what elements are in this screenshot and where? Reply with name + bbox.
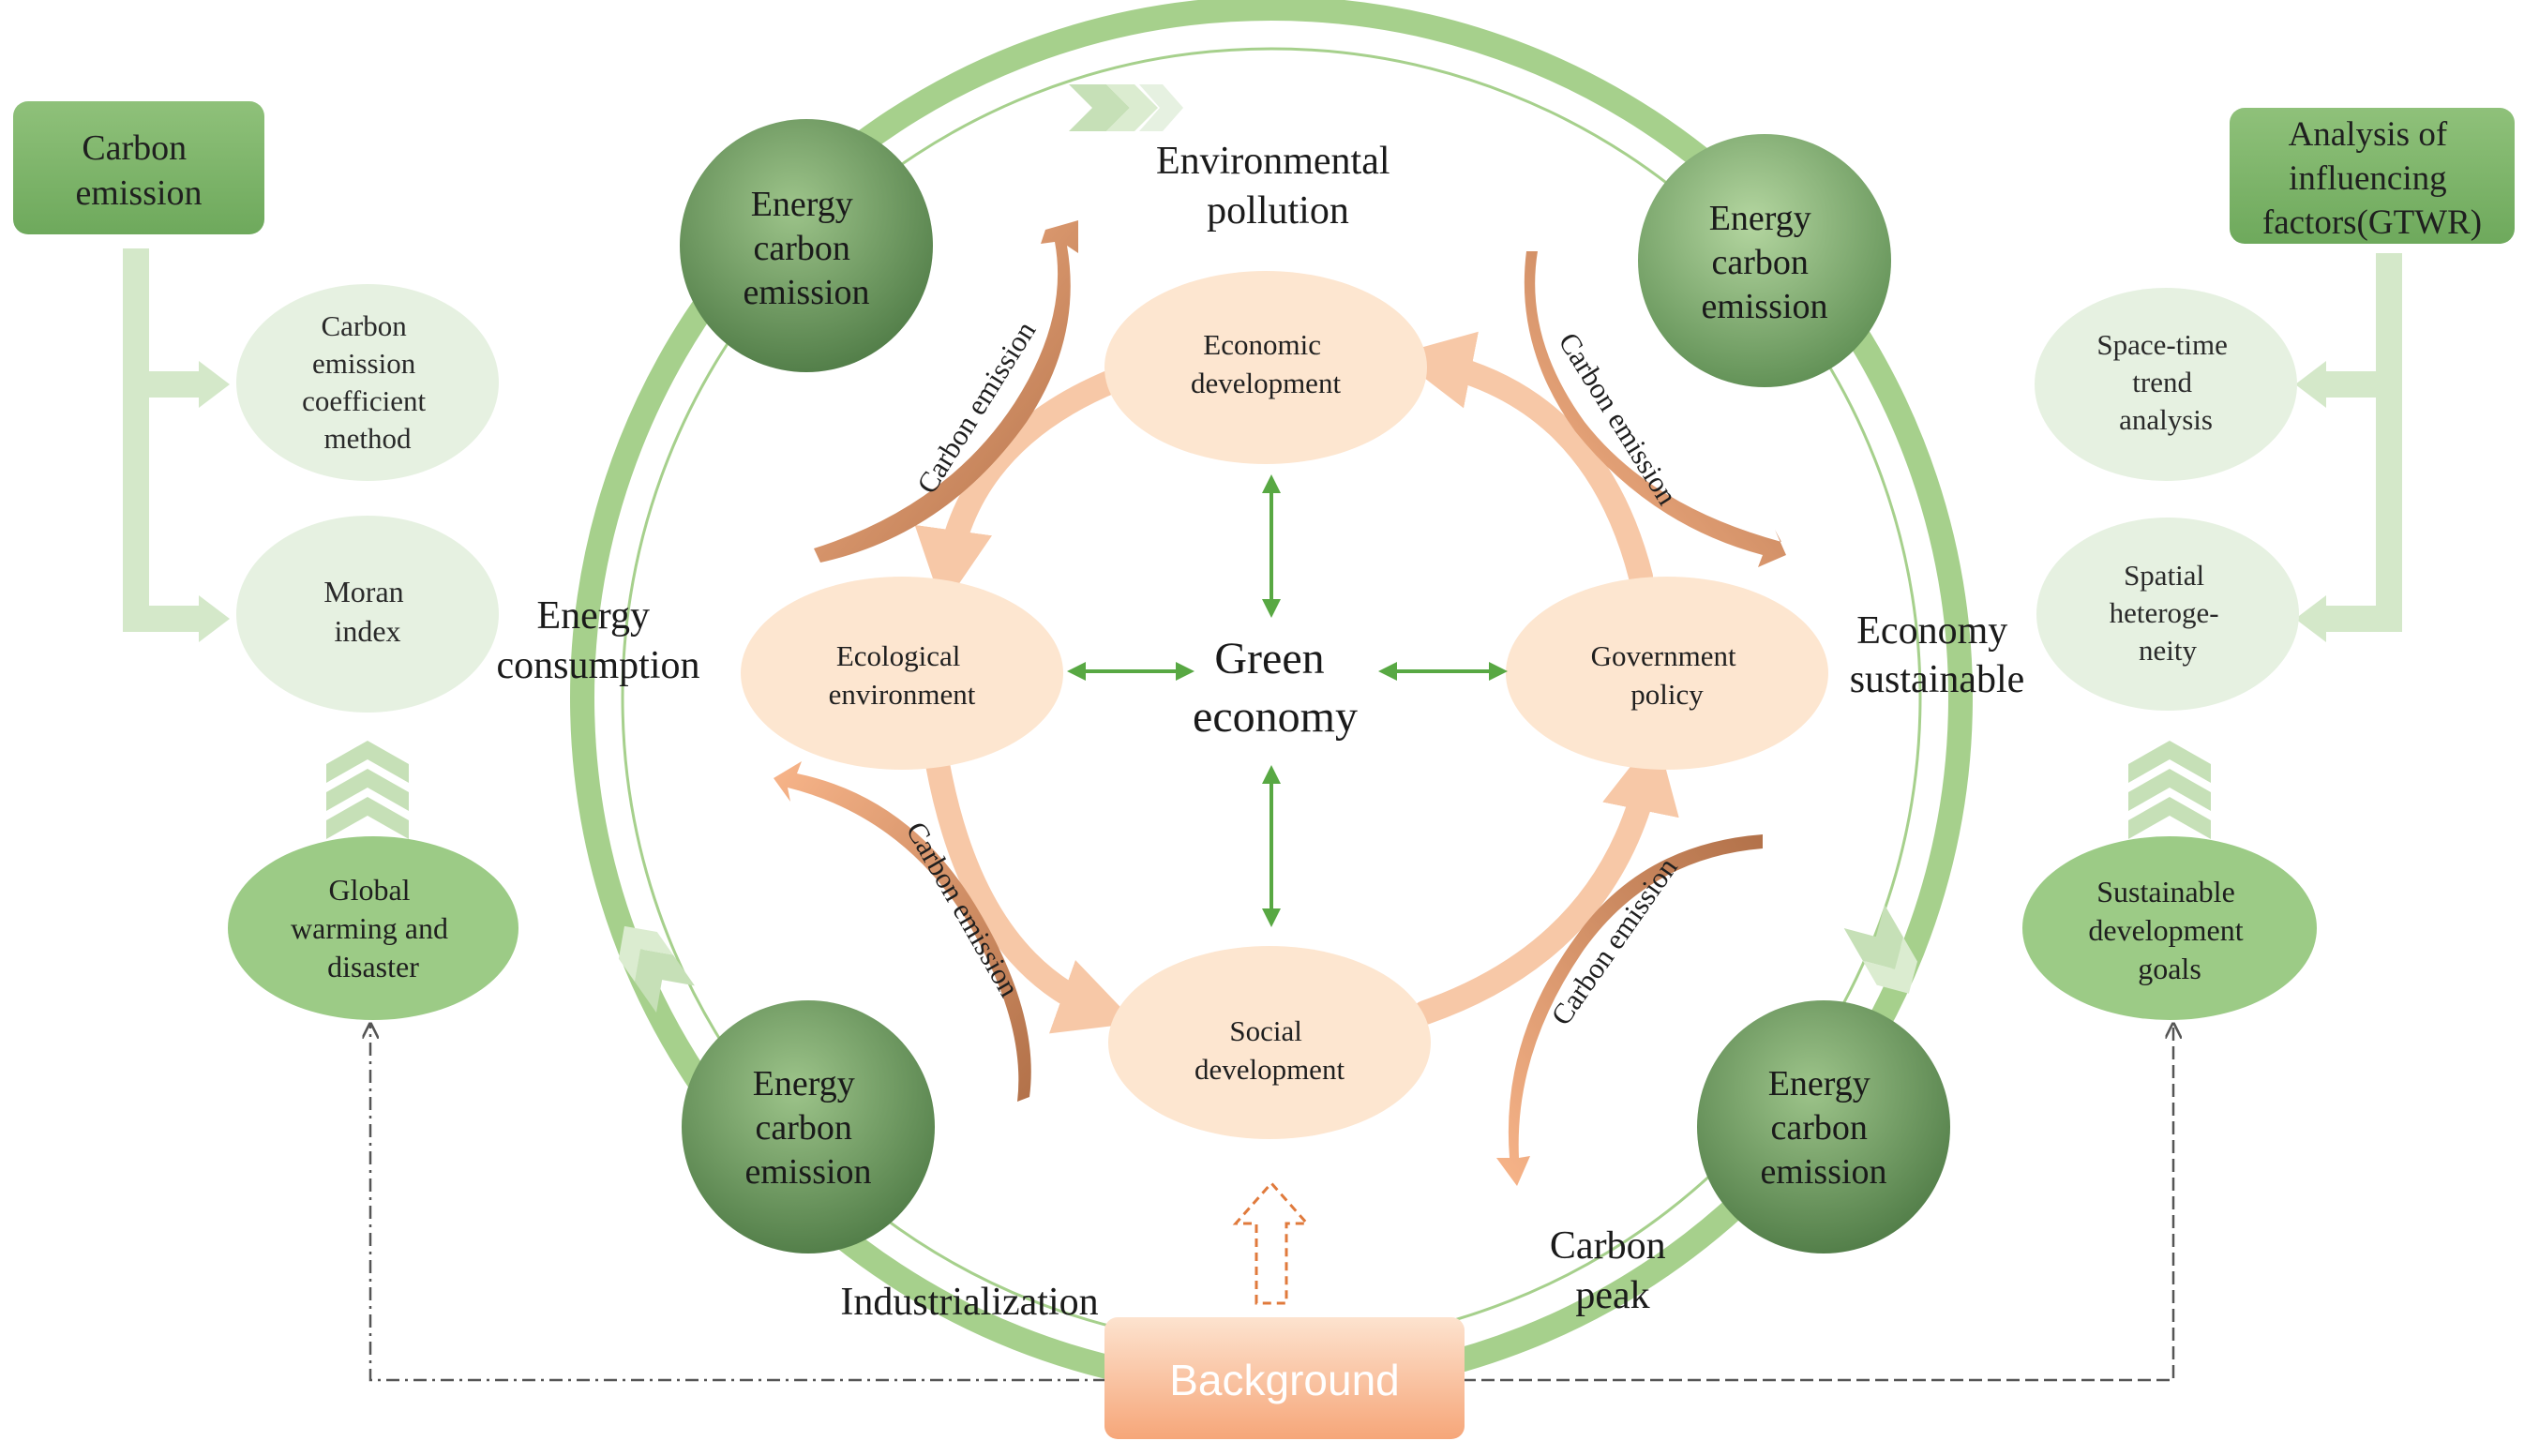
center-arrows: [1067, 474, 1508, 927]
flow-arc-bottom-right: [1413, 733, 1679, 1025]
inner-flow-ring: [914, 331, 1679, 1034]
economic-development-oval: [1104, 271, 1427, 464]
government-policy-oval: [1506, 577, 1828, 770]
energy-consumption-label: Energy consumption: [497, 594, 700, 687]
ecological-environment-label: Ecological environment: [829, 639, 976, 711]
green-economy-label: Green economy: [1193, 634, 1358, 742]
global-warming-oval: [228, 836, 518, 1020]
economy-sustainable-label: Economy sustainable: [1850, 609, 2025, 701]
arrow-head-icon: [2295, 595, 2326, 642]
energy-carbon-circle-top-left: [680, 119, 933, 372]
carbon-arrow-bottom-left-icon: [774, 761, 1031, 1102]
space-time-oval: [2035, 288, 2297, 481]
energy-carbon-circle-bottom-left: [682, 1000, 935, 1253]
background-label: Background: [1169, 1356, 1400, 1404]
flow-arc-top-right: [1394, 331, 1653, 589]
left-column: Carbon emission Carbon emission coeffici…: [13, 101, 518, 1020]
coefficient-method-label: Carbon emission coefficient method: [302, 309, 433, 455]
flow-arc-bottom-left: [925, 752, 1136, 1034]
moran-index-label: Moran index: [323, 575, 411, 648]
carbon-emission-box-label: Carbon emission: [75, 128, 202, 213]
ring-chevrons-right-icon: [1843, 905, 1917, 994]
energy-carbon-label-top-left: Energy carbon emission: [743, 185, 869, 312]
global-warming-label: Global warming and disaster: [291, 873, 456, 983]
carbon-arrow-top-left-icon: [814, 220, 1078, 563]
social-development-oval: [1108, 946, 1431, 1139]
influencing-factors-label: Analysis of influencing factors(GTWR): [2262, 115, 2482, 242]
corner-circles: Energy carbon emission Energy carbon emi…: [680, 119, 1950, 1253]
carbon-emission-box: [13, 101, 264, 234]
ecological-environment-oval: [741, 577, 1063, 770]
social-development-label: Social development: [1194, 1014, 1345, 1086]
arrow-head-icon: [199, 361, 230, 408]
carbon-emission-arrows: [774, 220, 1786, 1186]
environmental-pollution-label: Environmental pollution: [1156, 140, 1400, 233]
spatial-heterogeneity-label: Spatial heteroge- neity: [2110, 559, 2227, 667]
energy-carbon-label-bottom-left: Energy carbon emission: [744, 1064, 871, 1192]
right-connector: [2323, 253, 2402, 632]
arrow-head-icon: [199, 595, 230, 642]
energy-carbon-label-top-right: Energy carbon emission: [1701, 199, 1827, 326]
coefficient-method-oval: [236, 284, 499, 481]
spatial-heterogeneity-oval: [2036, 518, 2299, 711]
up-chevrons-icon: [2128, 741, 2211, 839]
ring-chevrons-top-icon: [1069, 84, 1183, 131]
dashed-connector-right: [1463, 1024, 2173, 1382]
dashed-connector-left: [370, 1024, 1106, 1382]
influencing-factors-box: [2230, 108, 2515, 244]
flow-arc-top-left: [914, 368, 1128, 608]
carbon-arrow-top-right-icon: [1524, 251, 1786, 567]
background-connectors: [370, 1024, 2173, 1382]
moran-index-oval: [236, 516, 499, 713]
energy-carbon-circle-top-right: [1638, 134, 1891, 387]
energy-carbon-label-bottom-right: Energy carbon emission: [1760, 1064, 1886, 1192]
up-chevrons-icon: [326, 741, 409, 839]
background-up-arrow-icon: [1232, 1180, 1311, 1305]
sustainable-goals-oval: [2022, 836, 2317, 1020]
sustainable-goals-label: Sustainable development goals: [2088, 875, 2250, 985]
carbon-peak-label: Carbon peak: [1550, 1224, 1675, 1317]
left-connector: [123, 248, 202, 632]
industrialization-label: Industrialization: [840, 1281, 1098, 1324]
arrow-head-icon: [2295, 361, 2326, 408]
background-box: [1104, 1317, 1465, 1439]
government-policy-label: Government policy: [1591, 639, 1744, 711]
space-time-label: Space-time trend analysis: [2096, 328, 2234, 436]
economic-development-label: Economic development: [1191, 328, 1342, 399]
inner-ovals: Economic development Ecological environm…: [741, 271, 1828, 1139]
energy-carbon-circle-bottom-right: [1697, 1000, 1950, 1253]
right-column: Analysis of influencing factors(GTWR) Sp…: [2022, 108, 2515, 1020]
ring-chevrons-left-icon: [618, 925, 695, 1013]
